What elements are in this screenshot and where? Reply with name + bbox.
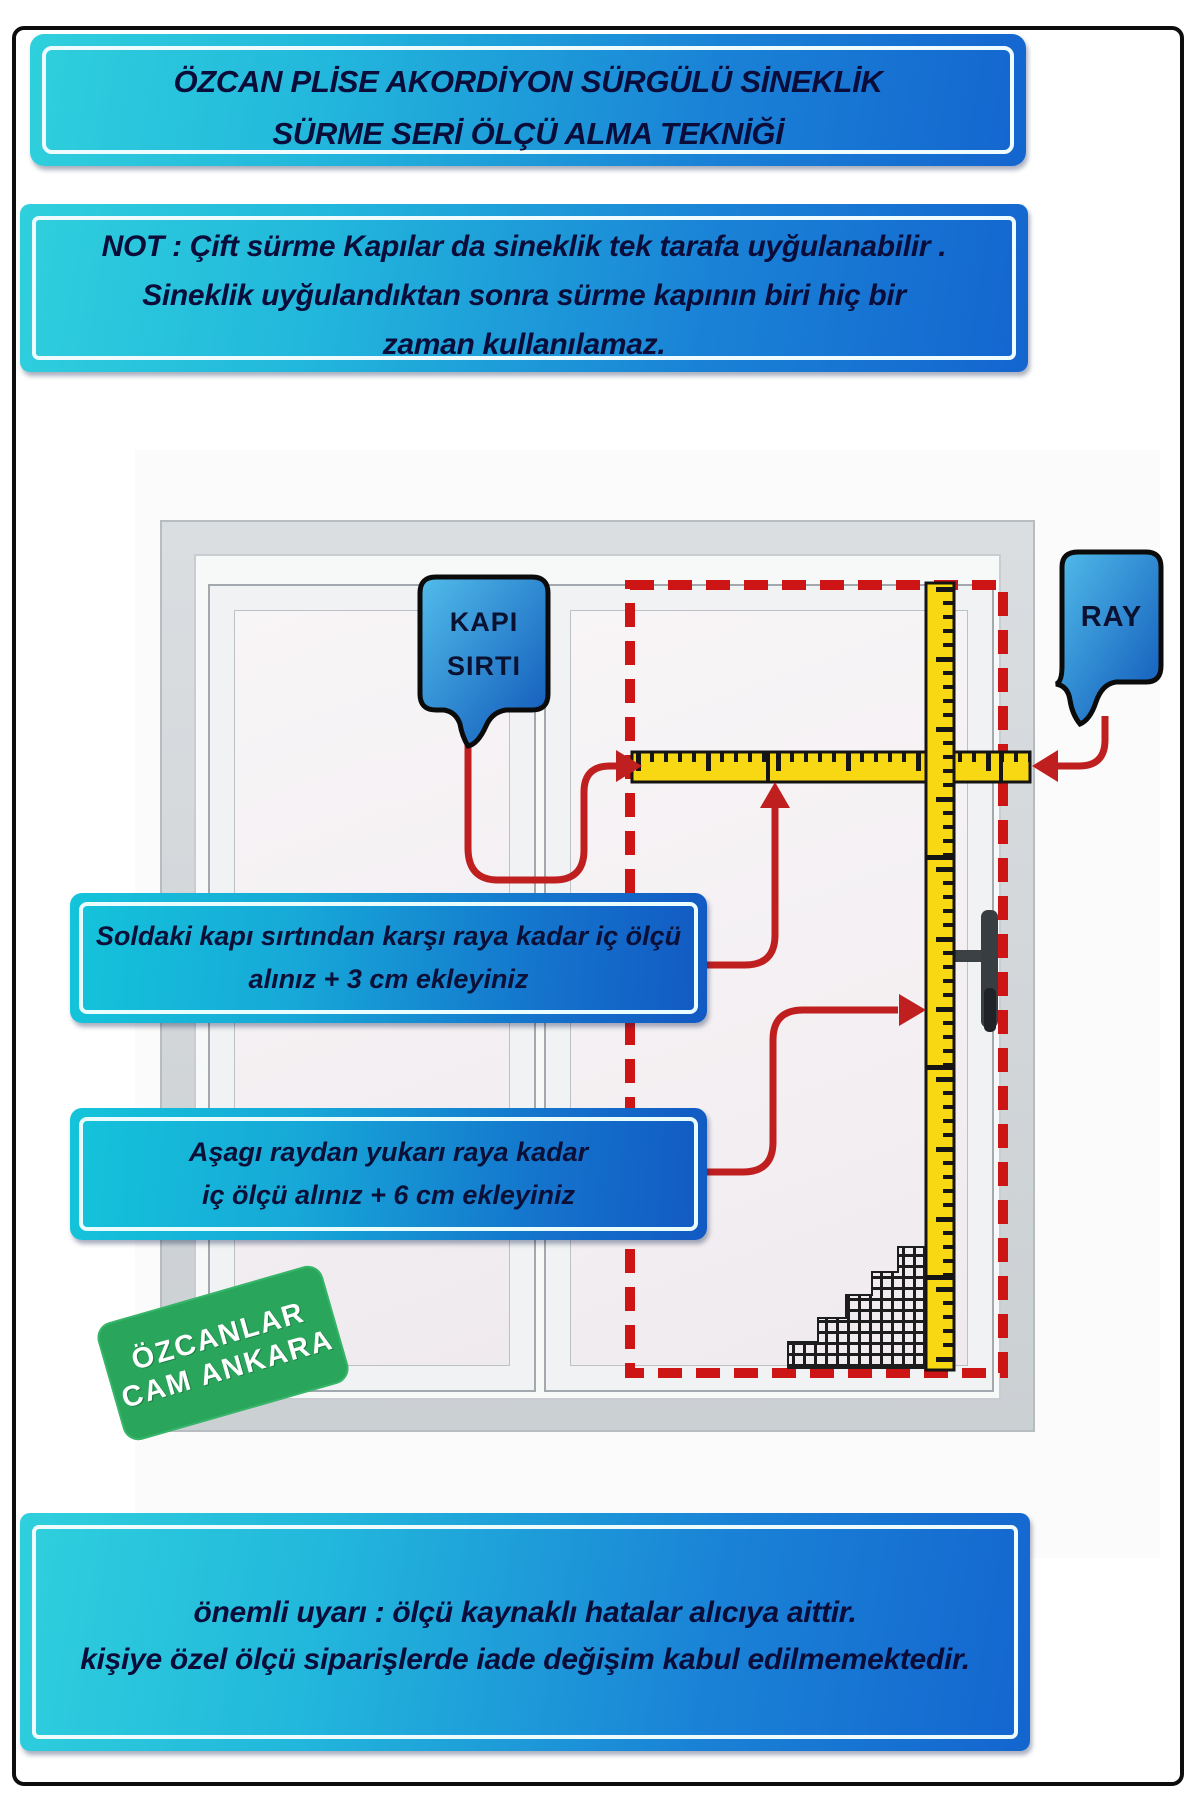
height-instruction-frame: Aşagı raydan yukarı raya kadar iç ölçü a…	[79, 1117, 698, 1231]
warning-line-2: kişiye özel ölçü siparişlerde iade değiş…	[80, 1643, 970, 1676]
note-line-3: zaman kullanılamaz.	[382, 328, 666, 361]
note-line-2: Sineklik uyğulandıktan sonra sürme kapın…	[142, 279, 906, 312]
warning-line-1: önemli uyarı : ölçü kaynaklı hatalar alı…	[193, 1596, 857, 1629]
note-banner-frame: NOT : Çift sürme Kapılar da sineklik tek…	[32, 216, 1016, 361]
title-banner-frame: ÖZCAN PLİSE AKORDİYON SÜRGÜLÜ SİNEKLİK S…	[42, 46, 1014, 154]
kapi-sirti-label: KAPI SIRTI	[420, 577, 548, 710]
ray-label: RAY	[1062, 552, 1161, 683]
ray-label-text: RAY	[1080, 601, 1143, 633]
height-instruction-line1: Aşagı raydan yukarı raya kadar	[188, 1137, 589, 1167]
title-line-1: ÖZCAN PLİSE AKORDİYON SÜRGÜLÜ SİNEKLİK	[173, 64, 883, 99]
width-instruction-line1: Soldaki kapı sırtından karşı raya kadar …	[95, 921, 682, 951]
height-instruction-box: Aşagı raydan yukarı raya kadar iç ölçü a…	[70, 1108, 707, 1240]
warning-banner-frame: önemli uyarı : ölçü kaynaklı hatalar alı…	[32, 1525, 1018, 1739]
kapi-sirti-label-line2: SIRTI	[446, 650, 521, 681]
height-instruction-line2: iç ölçü alınız + 6 cm ekleyiniz	[202, 1180, 575, 1210]
title-line-2: SÜRME SERİ ÖLÇÜ ALMA TEKNİĞİ	[272, 116, 784, 151]
note-line-1: NOT : Çift sürme Kapılar da sineklik tek…	[101, 230, 947, 263]
title-banner: ÖZCAN PLİSE AKORDİYON SÜRGÜLÜ SİNEKLİK S…	[30, 34, 1026, 166]
kapi-sirti-label-line1: KAPI	[449, 606, 519, 637]
width-instruction-frame: Soldaki kapı sırtından karşı raya kadar …	[79, 902, 698, 1014]
page-border	[12, 26, 1184, 1786]
width-instruction-line2: alınız + 3 cm ekleyiniz	[248, 964, 529, 994]
warning-banner: önemli uyarı : ölçü kaynaklı hatalar alı…	[20, 1513, 1030, 1751]
width-instruction-box: Soldaki kapı sırtından karşı raya kadar …	[70, 893, 707, 1023]
note-banner: NOT : Çift sürme Kapılar da sineklik tek…	[20, 204, 1028, 372]
